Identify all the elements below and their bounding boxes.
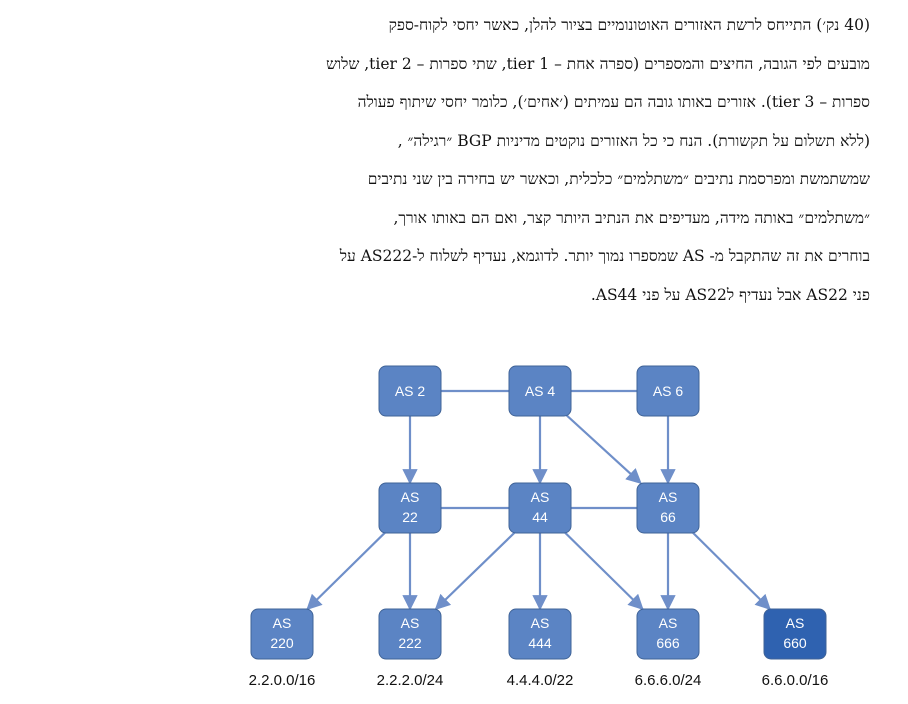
node-label-as666-0: AS [659,615,678,631]
node-label-as666-1: 666 [656,635,680,651]
question-line-1: (40 נק׳) התייחס לרשת האזורים האוטונומיים… [388,16,870,34]
node-box-as22 [378,482,442,534]
node-label-as4-0: AS 4 [525,383,556,399]
question-line-8: פני AS22 אבל נעדיף לAS22 על פני AS44. [590,285,870,304]
prefix-label-as222: 2.2.2.0/24 [377,672,444,689]
prefix-label-as220: 2.2.0.0/16 [249,672,316,689]
node-label-as66-0: AS [659,489,678,505]
prefix-label-as660: 6.6.0.0/16 [762,672,829,689]
node-label-as660-0: AS [786,615,805,631]
node-box-as444 [508,608,572,660]
node-as444: AS 444 [508,608,572,660]
node-as44: AS 44 [508,482,572,534]
node-as22: AS 22 [378,482,442,534]
node-label-as222-0: AS [401,615,420,631]
node-as222: AS 222 [378,608,442,660]
node-label-as6-0: AS 6 [653,383,684,399]
node-as666: AS 666 [636,608,700,660]
node-box-as6 [636,365,700,417]
node-as2: AS 2 [378,365,442,417]
node-box-as2 [378,365,442,417]
node-label-as2-0: AS 2 [395,383,426,399]
node-label-as222-1: 222 [398,635,422,651]
prefix-label-as666: 6.6.6.0/24 [635,672,702,689]
prefix-labels-layer: 2.2.0.0/16 2.2.2.0/24 4.4.4.0/22 6.6.6.0/24… [249,672,829,689]
node-label-as220-0: AS [273,615,292,631]
node-label-as444-0: AS [531,615,550,631]
node-label-as66-1: 66 [660,509,676,525]
node-label-as22-0: AS [401,489,420,505]
node-box-as4 [508,365,572,417]
node-as6: AS 6 [636,365,700,417]
node-box-as44 [508,482,572,534]
node-label-as220-1: 220 [270,635,294,651]
node-box-as222 [378,608,442,660]
node-box-as660 [763,608,827,660]
question-text: (40 נק׳) התייחס לרשת האזורים האוטונומיים… [80,6,870,314]
node-label-as22-1: 22 [402,509,418,525]
question-line-7: בוחרים את זה שהתקבל מ- AS שמספרו נמוך יו… [339,247,870,265]
question-line-3: ספרות – tier 3). אזורים באותו גובה הם עמ… [357,93,870,111]
node-as660: AS 660 [763,608,827,660]
node-label-as660-1: 660 [783,635,807,651]
prefix-label-as444: 4.4.4.0/22 [507,672,574,689]
node-box-as220 [250,608,314,660]
node-as66: AS 66 [636,482,700,534]
node-label-as44-1: 44 [532,509,548,525]
node-box-as666 [636,608,700,660]
question-line-5: שמשתמשת ומפרסמת נתיבים ״משתלמים״ כלכלית,… [367,170,870,188]
node-box-as66 [636,482,700,534]
node-label-as44-0: AS [531,489,550,505]
node-as220: AS 220 [250,608,314,660]
node-label-as444-1: 444 [528,635,552,651]
question-line-4: (ללא תשלום על תקשורת). הנח כי כל האזורים… [397,131,870,150]
node-as4: AS 4 [508,365,572,417]
question-line-2: מובעים לפי הגובה, החיצים והמספרים (ספרה … [326,54,870,73]
question-line-6: ״משתלמים״ באותה מידה, מעדיפים את הנתיב ה… [393,208,870,227]
